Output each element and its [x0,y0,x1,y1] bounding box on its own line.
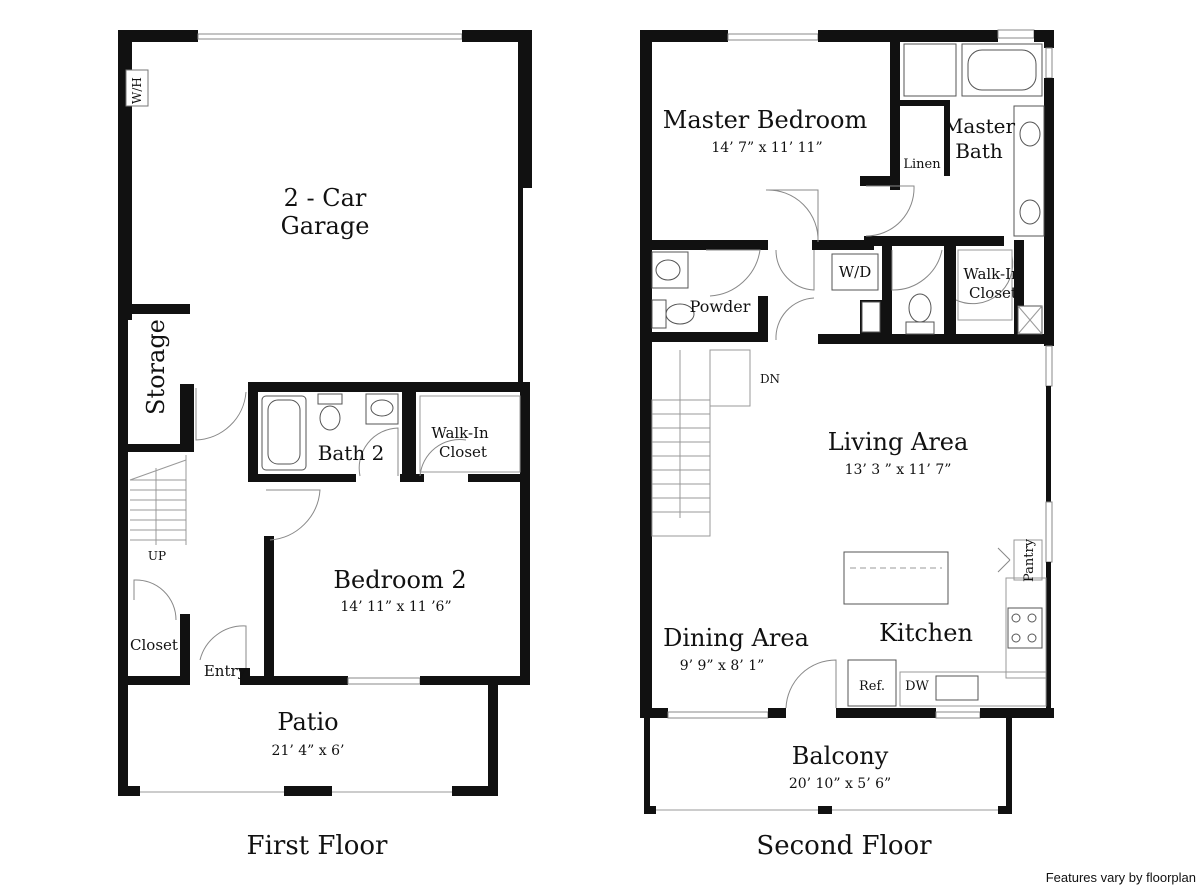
second-floor-plan [640,29,1054,814]
stairs-down [651,349,751,537]
kitchen-label: Kitchen [879,619,973,647]
garage-label-line2: Garage [281,212,370,240]
hall-toilet-icon [908,293,932,323]
stairs-down-label: DN [760,372,780,386]
second-floor-caption: Second Floor [756,831,932,861]
closet-label: Closet [130,636,178,654]
patio-outline [118,684,498,796]
pantry-label: Pantry [1022,538,1037,582]
footnote: Features vary by floorplan [1046,870,1196,885]
washer-dryer-label: W/D [839,263,872,281]
bedroom2-label: Bedroom 2 [333,566,466,594]
garage-label-line1: 2 - Car [284,184,367,212]
refrigerator-label: Ref. [859,679,885,694]
cooktop-icon [1007,607,1043,649]
water-heater-label: W/H [130,77,144,104]
dining-area-dims: 9’ 9” x 8’ 1” [680,658,765,674]
washer-dryer-icon [831,253,879,291]
master-bedroom-label: Master Bedroom [663,106,868,134]
stairs-up [129,455,187,545]
patio-label: Patio [277,708,338,736]
balcony-dims: 20’ 10” x 5’ 6” [789,776,891,792]
entry-label: Entry [204,662,247,680]
toilet-icon [319,405,341,431]
kitchen-island [843,551,949,605]
powder-label: Powder [690,297,751,316]
walkin-closet-1-line2: Closet [439,443,487,461]
first-floor-caption: First Floor [247,831,389,861]
balcony-outline [644,718,1012,814]
linen-label: Linen [903,157,941,172]
bedroom2-dims: 14’ 11” x 11 ’6” [340,599,451,615]
kitchen-sink-icon [935,675,979,701]
walkin-closet-2-line2: Closet [969,284,1017,302]
living-area-label: Living Area [828,428,969,456]
balcony-label: Balcony [792,742,889,770]
bath2-label: Bath 2 [318,441,385,465]
dishwasher-label: DW [905,679,929,694]
walkin-closet-2-line1: Walk-In [963,265,1021,283]
first-floor-plan [118,30,532,796]
dining-area-label: Dining Area [663,624,809,652]
master-bath-line1: Master [943,114,1016,138]
powder-toilet-icon [665,303,695,325]
living-area-dims: 13’ 3 ” x 11’ 7” [845,462,952,478]
master-bath-line2: Bath [955,139,1003,163]
stairs-up-label: UP [148,549,166,563]
patio-dims: 21’ 4” x 6’ [272,743,345,759]
storage-label: Storage [142,319,170,415]
walkin-closet-1-line1: Walk-In [431,424,489,442]
master-bedroom-dims: 14’ 7” x 11’ 11” [711,140,822,156]
refrigerator-icon [847,659,897,707]
shower-icon [903,43,957,97]
